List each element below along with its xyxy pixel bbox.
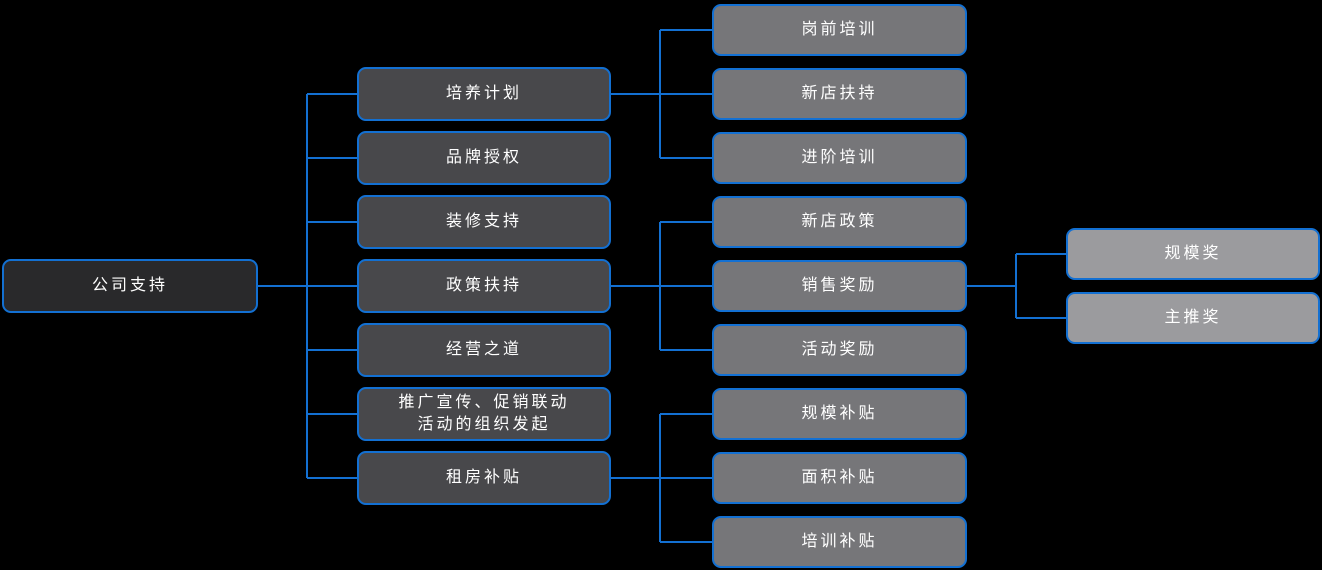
connector-rent-subsidy-group [611,413,712,543]
node-new-store-policy[interactable]: 新店政策 [712,196,967,248]
connector-policy-support-group [611,221,712,351]
node-activity-incentive[interactable]: 活动奖励 [712,324,967,376]
node-sales-incentive[interactable]: 销售奖励 [712,260,967,312]
node-scale-subsidy[interactable]: 规模补贴 [712,388,967,440]
node-area-subsidy[interactable]: 面积补贴 [712,452,967,504]
connector-training-plan-group [611,29,712,159]
node-advanced-training[interactable]: 进阶培训 [712,132,967,184]
node-new-store-support[interactable]: 新店扶持 [712,68,967,120]
node-main-push-award[interactable]: 主推奖 [1066,292,1320,344]
connector-sales-incentive-group [967,253,1066,319]
node-business-philosophy[interactable]: 经营之道 [357,323,611,377]
node-policy-support[interactable]: 政策扶持 [357,259,611,313]
node-rent-subsidy[interactable]: 租房补贴 [357,451,611,505]
node-company-support[interactable]: 公司支持 [2,259,258,313]
node-pre-job-training[interactable]: 岗前培训 [712,4,967,56]
node-brand-authorization[interactable]: 品牌授权 [357,131,611,185]
node-scale-award[interactable]: 规模奖 [1066,228,1320,280]
node-decoration-support[interactable]: 装修支持 [357,195,611,249]
node-training-subsidy[interactable]: 培训补贴 [712,516,967,568]
connector-root-to-level2 [258,93,357,479]
node-promotion-organization[interactable]: 推广宣传、促销联动 活动的组织发起 [357,387,611,441]
node-training-plan[interactable]: 培养计划 [357,67,611,121]
